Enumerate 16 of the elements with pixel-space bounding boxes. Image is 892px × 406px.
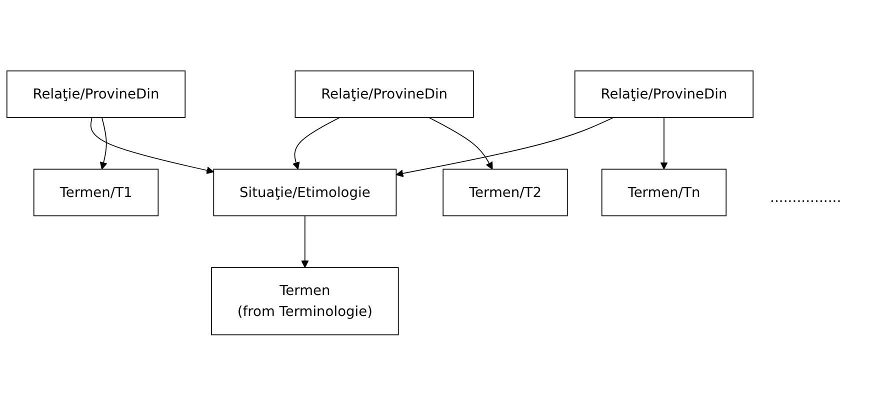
node-box: Termen/Tn	[601, 168, 727, 216]
arrow	[660, 117, 668, 170]
node-box: Relaţie/ProvineDin	[6, 70, 186, 118]
arrow	[100, 117, 108, 170]
node-box: Relaţie/ProvineDin	[574, 70, 754, 118]
arrow	[396, 117, 614, 178]
node-box: Termen/T1	[33, 168, 159, 216]
arrow	[292, 117, 340, 170]
ellipsis-dots: ................	[770, 190, 842, 206]
arrow	[90, 117, 214, 174]
node-box: Termen/T2	[442, 168, 568, 216]
node-box: Relaţie/ProvineDin	[294, 70, 474, 118]
arrow	[301, 216, 309, 268]
node-box: Situaţie/Etimologie	[213, 168, 397, 216]
node-box: Termen (from Terminologie)	[211, 267, 399, 336]
arrow	[428, 117, 493, 170]
